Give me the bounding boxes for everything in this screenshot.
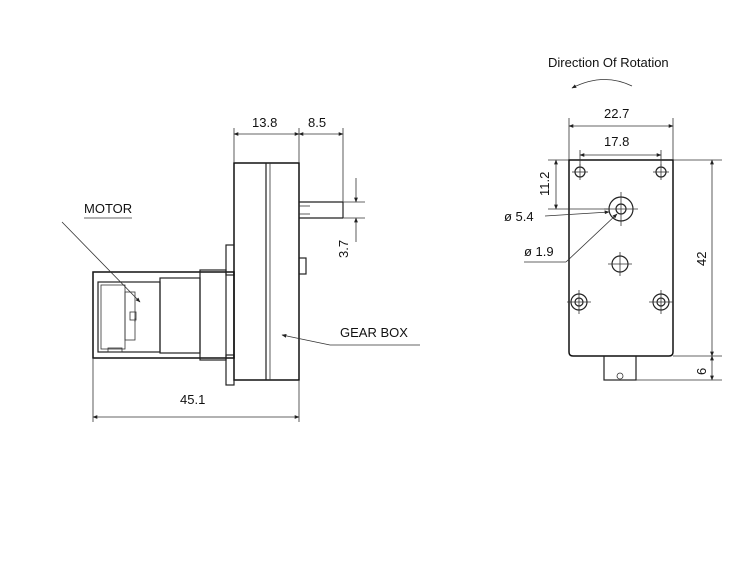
gearbox-callout: GEAR BOX — [281, 325, 420, 346]
dim-hole-offset: 11.2 — [537, 159, 608, 210]
front-view: Direction Of Rotation — [504, 55, 722, 381]
dim-hub-diameter-label: ø 5.4 — [504, 209, 534, 224]
motor-body — [92, 269, 235, 361]
dim-total-length-label: 45.1 — [180, 392, 205, 407]
dim-shaft-diameter: 3.7 — [336, 178, 365, 258]
dim-outer-width: 22.7 — [568, 106, 674, 160]
dim-gearbox-width-label: 13.8 — [252, 115, 277, 130]
dim-shaft-bore: ø 1.9 — [524, 213, 618, 263]
dim-tab-height-label: 6 — [694, 368, 709, 375]
motor-label: MOTOR — [84, 201, 132, 216]
bottom-screw-holes — [567, 290, 673, 314]
output-shaft — [299, 201, 344, 219]
gearbox-label: GEAR BOX — [340, 325, 408, 340]
dim-top: 13.8 8.5 — [233, 115, 344, 202]
center-hole — [608, 252, 632, 276]
dim-shaft-diameter-label: 3.7 — [336, 240, 351, 258]
gearbox-body — [225, 162, 307, 386]
dim-shaft-length-label: 8.5 — [308, 115, 326, 130]
rotation-indicator: Direction Of Rotation — [548, 55, 669, 89]
dim-shaft-bore-label: ø 1.9 — [524, 244, 554, 259]
dim-hole-spacing-label: 17.8 — [604, 134, 629, 149]
top-mounting-holes — [572, 164, 669, 180]
dim-total-length: 45.1 — [92, 358, 300, 422]
rotation-label: Direction Of Rotation — [548, 55, 669, 70]
dim-hole-spacing: 17.8 — [579, 134, 662, 166]
dim-hole-offset-label: 11.2 — [537, 172, 552, 196]
mounting-plate — [568, 159, 674, 381]
dim-tab-height: 6 — [636, 355, 722, 381]
dim-hub-diameter: ø 5.4 — [504, 209, 610, 224]
motor-callout: MOTOR — [61, 201, 141, 303]
output-hub — [604, 192, 638, 226]
side-view: MOTOR GEAR BOX 45.1 13.8 8.5 — [61, 115, 420, 422]
dim-outer-width-label: 22.7 — [604, 106, 629, 121]
dim-height-label: 42 — [694, 252, 709, 266]
dim-height: 42 — [673, 159, 722, 357]
